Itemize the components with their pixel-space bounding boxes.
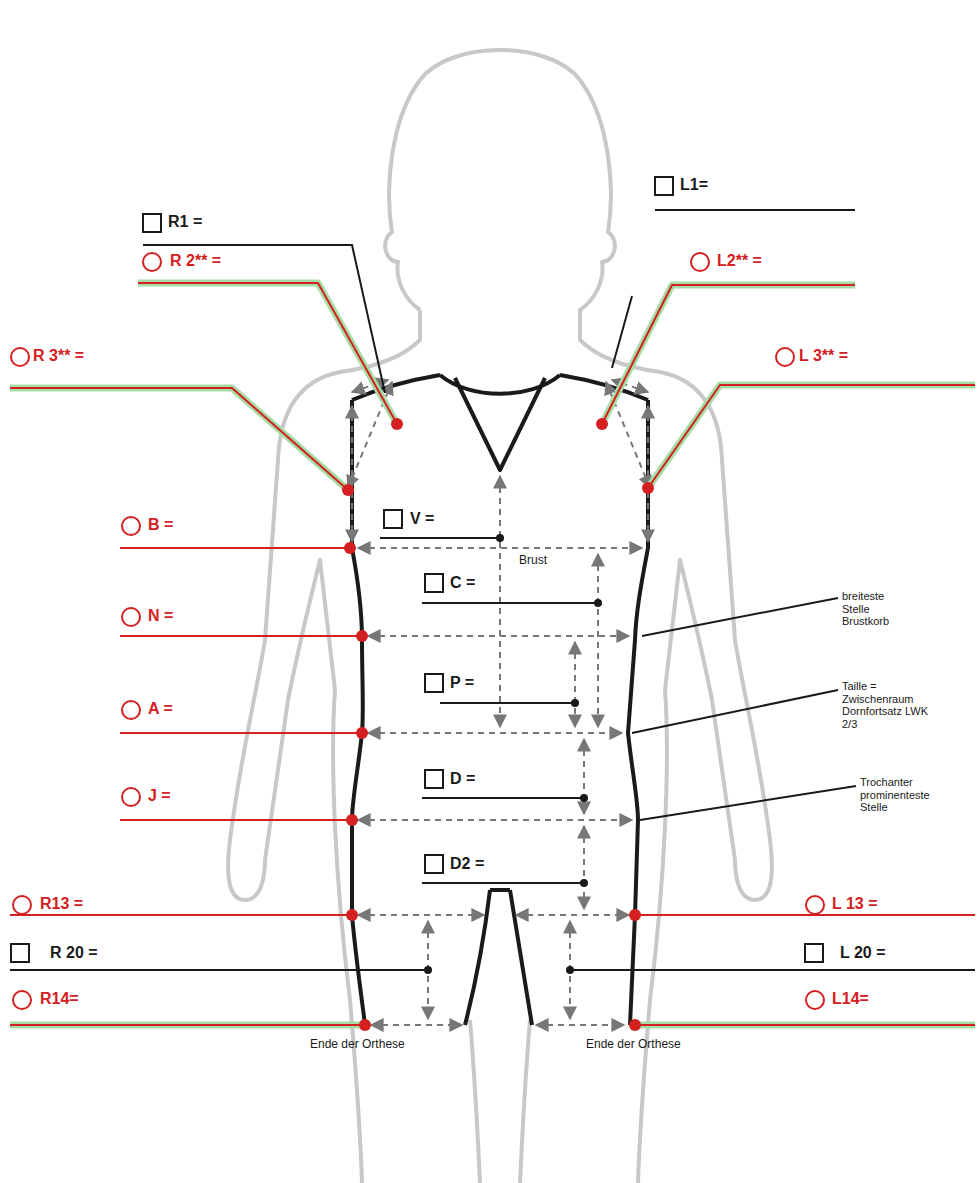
measure-label: D2 = (450, 855, 484, 873)
measure-label: L 13 = (832, 895, 878, 913)
measure-label: L2** = (717, 252, 762, 270)
measure-label: R1 = (168, 213, 202, 231)
measure-label: R 3** = (33, 347, 84, 365)
measure-label: L 3** = (799, 347, 848, 365)
measure-label: L14= (832, 990, 869, 1008)
measure-label: L 20 = (840, 944, 886, 962)
measure-label: V = (410, 510, 434, 528)
measure-label: R13 = (40, 895, 83, 913)
measure-label: A = (148, 700, 173, 718)
end-note: Ende der Orthese (310, 1038, 405, 1052)
measure-label: C = (450, 574, 475, 592)
end-note: Ende der Orthese (586, 1038, 681, 1052)
measure-label: B = (148, 516, 173, 534)
measure-label: R 20 = (50, 944, 98, 962)
region-note: Brust (519, 554, 547, 568)
measure-label: P = (450, 674, 474, 692)
region-note: Trochanter prominenteste Stelle (860, 776, 955, 814)
measure-label: R14= (40, 990, 79, 1008)
measure-label: L1= (680, 176, 708, 194)
measure-label: N = (148, 607, 173, 625)
region-note: Taille = Zwischenraum Dornfortsatz LWK 2… (842, 680, 937, 731)
measure-label: J = (148, 787, 171, 805)
measure-label: R 2** = (170, 252, 221, 270)
measure-label: D = (450, 770, 475, 788)
region-note: breiteste Stelle Brustkorb (842, 590, 912, 628)
